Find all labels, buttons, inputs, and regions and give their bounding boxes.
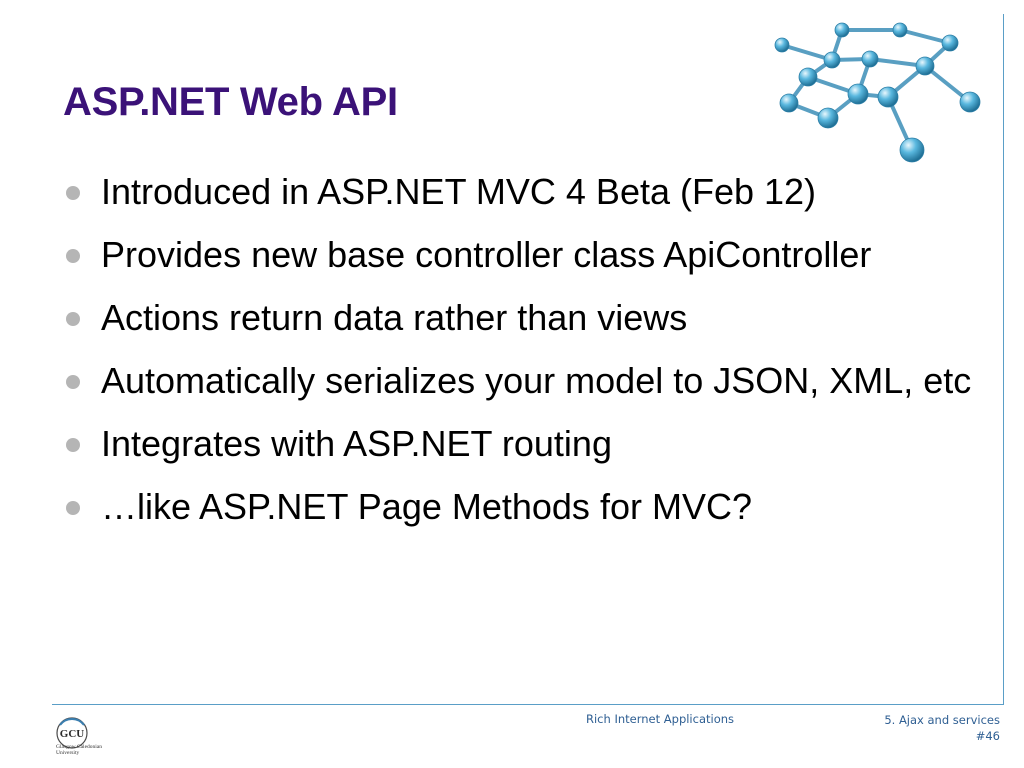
- molecule-network-icon: [774, 22, 981, 163]
- bullet-item: Introduced in ASP.NET MVC 4 Beta (Feb 12…: [62, 166, 992, 218]
- right-border-line: [1003, 14, 1004, 704]
- footer-divider: [52, 704, 1004, 705]
- bullet-dot-icon: [66, 438, 80, 452]
- bullet-dot-icon: [66, 375, 80, 389]
- bullet-dot-icon: [66, 186, 80, 200]
- logo-name-line2: University: [56, 750, 79, 756]
- bullet-item: Automatically serializes your model to J…: [62, 355, 992, 407]
- bullet-item: Provides new base controller class ApiCo…: [62, 229, 992, 281]
- logo-name-line1: Glasgow Caledonian: [56, 744, 102, 750]
- footer-section-label: 5. Ajax and services: [884, 713, 1000, 727]
- bullet-dot-icon: [66, 312, 80, 326]
- bullet-dot-icon: [66, 501, 80, 515]
- slide-number: #46: [975, 729, 1000, 743]
- bullet-text: Actions return data rather than views: [101, 297, 688, 338]
- bullet-text: Introduced in ASP.NET MVC 4 Beta (Feb 12…: [101, 171, 817, 212]
- bullet-item: …like ASP.NET Page Methods for MVC?: [62, 481, 992, 533]
- gcu-logo: GCU Glasgow Caledonian University: [56, 717, 102, 756]
- footer-course-title: Rich Internet Applications: [586, 712, 735, 726]
- footer-section-info: 5. Ajax and services #46: [884, 712, 1000, 744]
- bullet-list: Introduced in ASP.NET MVC 4 Beta (Feb 12…: [62, 166, 992, 544]
- bullet-text: Integrates with ASP.NET routing: [101, 423, 612, 464]
- bullet-item: Actions return data rather than views: [62, 292, 992, 344]
- bullet-item: Integrates with ASP.NET routing: [62, 418, 992, 470]
- slide-title: ASP.NET Web API: [63, 80, 398, 124]
- bullet-text: Automatically serializes your model to J…: [101, 360, 972, 401]
- bullet-text: Provides new base controller class ApiCo…: [101, 234, 872, 275]
- bullet-text: …like ASP.NET Page Methods for MVC?: [101, 486, 752, 527]
- bullet-dot-icon: [66, 249, 80, 263]
- logo-mark: GCU: [60, 728, 85, 740]
